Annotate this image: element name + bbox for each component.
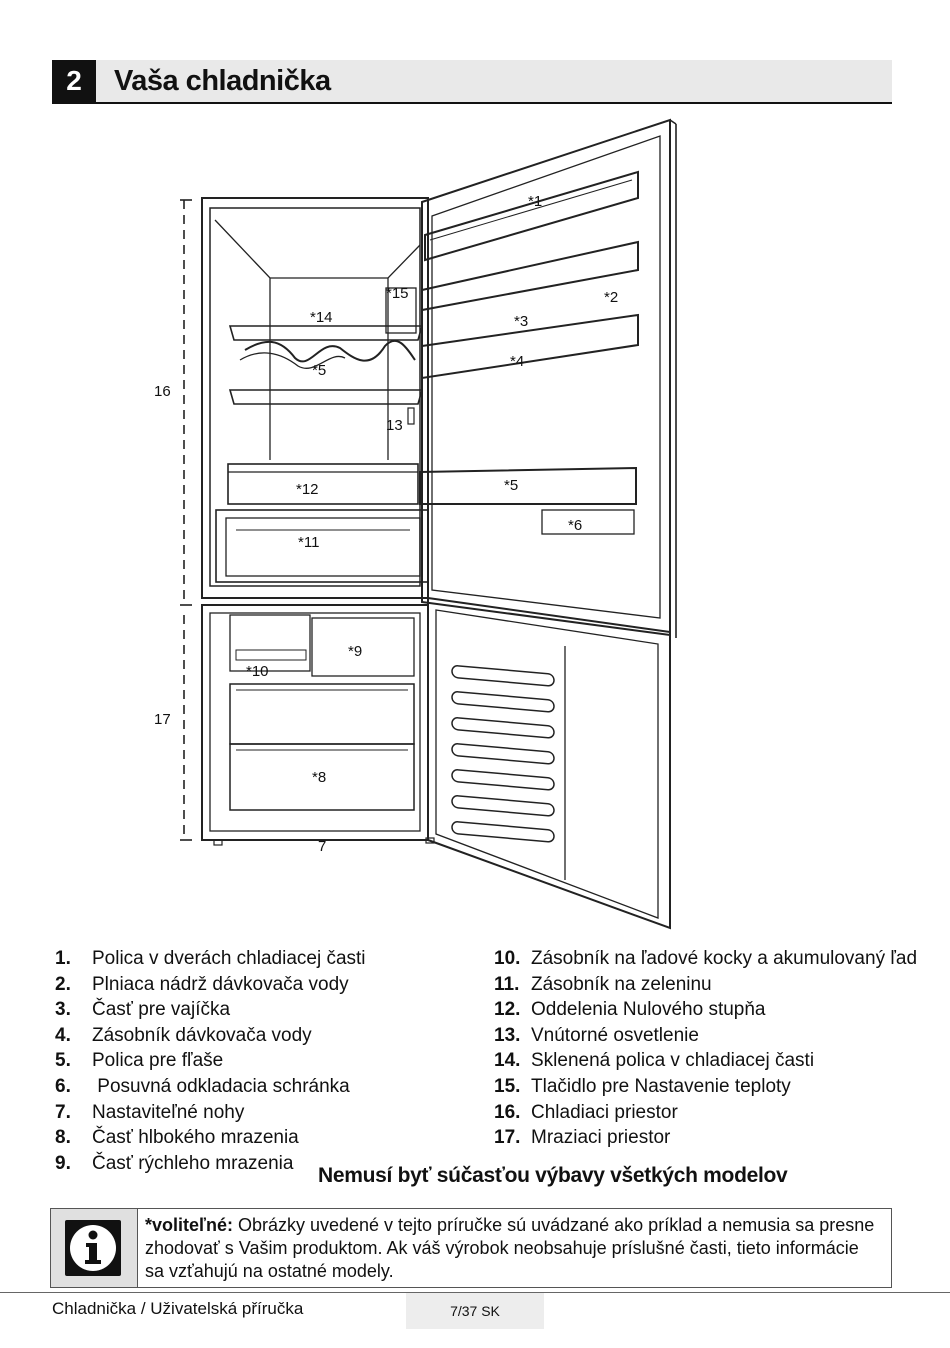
page-title: Vaša chladnička <box>114 65 331 97</box>
label-11: *11 <box>298 534 319 551</box>
info-icon <box>65 1220 121 1276</box>
label-3: *3 <box>514 313 528 330</box>
list-item: 10.Zásobník na ľadové kocky a akumulovan… <box>494 948 918 969</box>
info-box: *voliteľné: Obrázky uvedené v tejto prír… <box>50 1208 892 1288</box>
info-icon-panel <box>51 1209 138 1287</box>
label-14: *14 <box>310 309 333 326</box>
list-item: 1.Polica v dverách chladiacej časti <box>55 948 366 969</box>
list-item: 17.Mraziaci priestor <box>494 1127 671 1149</box>
label-16: 16 <box>154 383 171 400</box>
list-item: 2.Plniaca nádrž dávkovača vody <box>55 973 349 995</box>
label-6: *6 <box>568 517 582 534</box>
label-12: *12 <box>296 481 319 498</box>
label-7: 7 <box>318 838 326 855</box>
label-5-right: *5 <box>504 477 518 494</box>
label-5-left: *5 <box>312 362 326 379</box>
list-item: 3.Časť pre vajíčka <box>55 999 231 1021</box>
info-label: *voliteľné: <box>145 1215 233 1235</box>
label-17: 17 <box>154 711 171 728</box>
list-item: 13.Vnútorné osvetlenie <box>494 1024 699 1046</box>
parts-list-right: 10.Zásobník na ľadové kocky a akumulovan… <box>494 946 924 1151</box>
label-13: 13 <box>386 417 403 434</box>
list-item: 6. Posuvná odkladacia schránka <box>55 1075 350 1097</box>
label-1: *1 <box>528 193 542 210</box>
list-item: 8.Časť hlbokého mrazenia <box>55 1127 299 1149</box>
footer-page-number: 7/37 SK <box>406 1293 544 1329</box>
label-10: *10 <box>246 663 269 680</box>
list-item: 5.Polica pre fľaše <box>55 1050 224 1072</box>
label-15: *15 <box>386 285 409 302</box>
label-2: *2 <box>604 289 618 306</box>
list-item: 16.Chladiaci priestor <box>494 1101 678 1123</box>
list-item: 11.Zásobník na zeleninu <box>494 973 712 995</box>
fridge-diagram: *1 *2 *3 *4 *5 *5 *6 7 *8 *9 *10 *11 *12… <box>140 110 700 940</box>
list-item: 7.Nastaviteľné nohy <box>55 1101 245 1123</box>
footer-divider <box>0 1292 950 1293</box>
optional-note: Nemusí byť súčasťou výbavy všetkých mode… <box>318 1164 788 1187</box>
label-8: *8 <box>312 769 326 786</box>
label-4: *4 <box>510 353 524 370</box>
list-item: 4.Zásobník dávkovača vody <box>55 1024 312 1046</box>
fridge-drawing: *1 *2 *3 *4 *5 *5 *6 7 *8 *9 *10 *11 *12… <box>154 118 677 930</box>
parts-list-left: 1.Polica v dverách chladiacej časti 2.Pl… <box>55 946 475 1176</box>
info-body: Obrázky uvedené v tejto príručke sú uvád… <box>145 1215 875 1281</box>
section-number: 2 <box>52 60 96 102</box>
info-text: *voliteľné: Obrázky uvedené v tejto prír… <box>145 1214 880 1283</box>
footer-doc-title: Chladnička / Uživatelská příručka <box>52 1299 304 1318</box>
label-9: *9 <box>348 643 362 660</box>
list-item: 15.Tlačidlo pre Nastavenie teploty <box>494 1075 791 1097</box>
list-item: 14.Sklenená polica v chladiacej časti <box>494 1050 815 1072</box>
section-header: 2 Vaša chladnička <box>52 60 892 104</box>
list-item: 9.Časť rýchleho mrazenia <box>55 1152 294 1174</box>
list-item: 12.Oddelenia Nulového stupňa <box>494 999 766 1021</box>
